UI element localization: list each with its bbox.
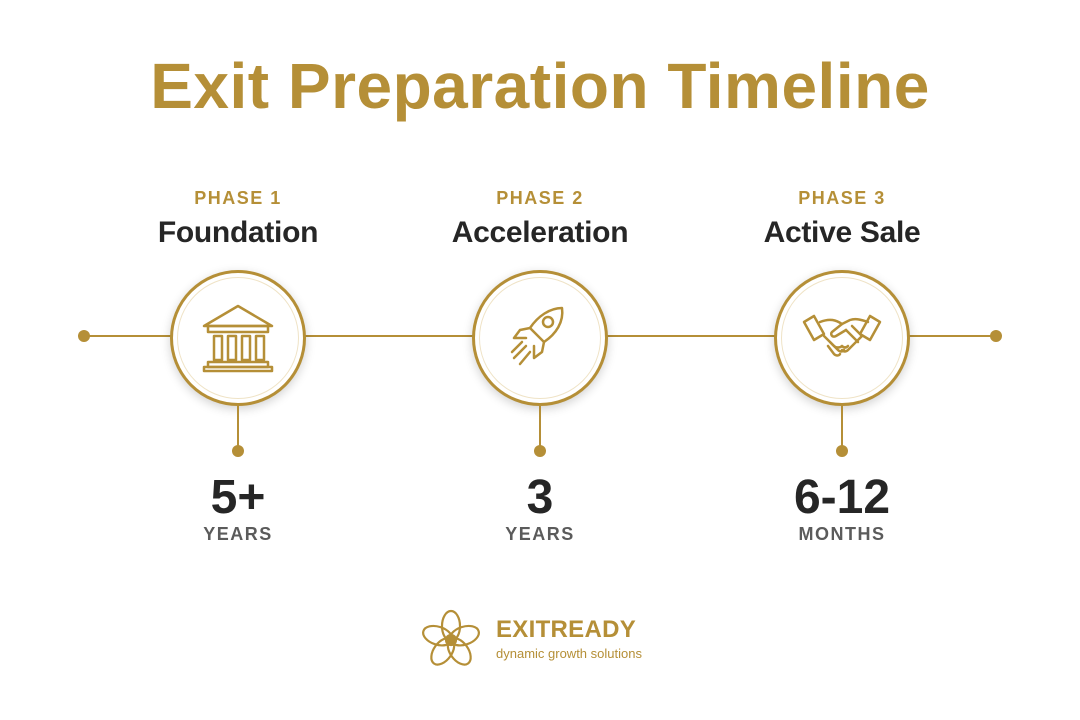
phase-duration: 5+ [210, 471, 266, 524]
rocket-icon [510, 306, 564, 366]
phase-connector-dot [232, 445, 244, 457]
phase-number: PHASE 2 [496, 188, 584, 208]
phase-connector-dot [836, 445, 848, 457]
handshake-icon [802, 314, 882, 357]
phase-3: PHASE 3 Active Sale 6-12 MONTHS [692, 180, 992, 560]
phase-duration-unit: YEARS [505, 524, 575, 544]
phase-1: PHASE 1 Foundation 5+ YEARS [88, 180, 388, 560]
phase-icon-circle [774, 270, 910, 406]
phase-name: Active Sale [763, 216, 921, 249]
phase-duration: 6-12 [793, 471, 891, 524]
phase-icon-circle [472, 270, 608, 406]
phase-number: PHASE 3 [798, 188, 886, 208]
swirl-logo-icon [422, 609, 480, 666]
phase-duration-unit: YEARS [203, 524, 273, 544]
phase-duration: 3 [526, 471, 554, 524]
phase-icon-circle [170, 270, 306, 406]
phase-duration-unit: MONTHS [798, 524, 886, 544]
timeline-end-dot [990, 330, 1002, 342]
phase-connector [539, 406, 541, 450]
phase-number: PHASE 1 [194, 188, 282, 208]
phase-name: Acceleration [451, 216, 629, 249]
brand-tagline: dynamic growth solutions [496, 646, 642, 661]
page-title: Exit Preparation Timeline [150, 50, 930, 122]
brand-name: EXITREADY [496, 616, 637, 643]
phase-2: PHASE 2 Acceleration 3 YEARS [390, 180, 690, 560]
phase-connector-dot [534, 445, 546, 457]
timeline-start-dot [78, 330, 90, 342]
brand-logo: EXITREADY dynamic growth solutions [418, 608, 668, 672]
phase-connector [237, 406, 239, 450]
bank-building-icon [202, 304, 274, 373]
phase-name: Foundation [157, 216, 319, 249]
phase-connector [841, 406, 843, 450]
